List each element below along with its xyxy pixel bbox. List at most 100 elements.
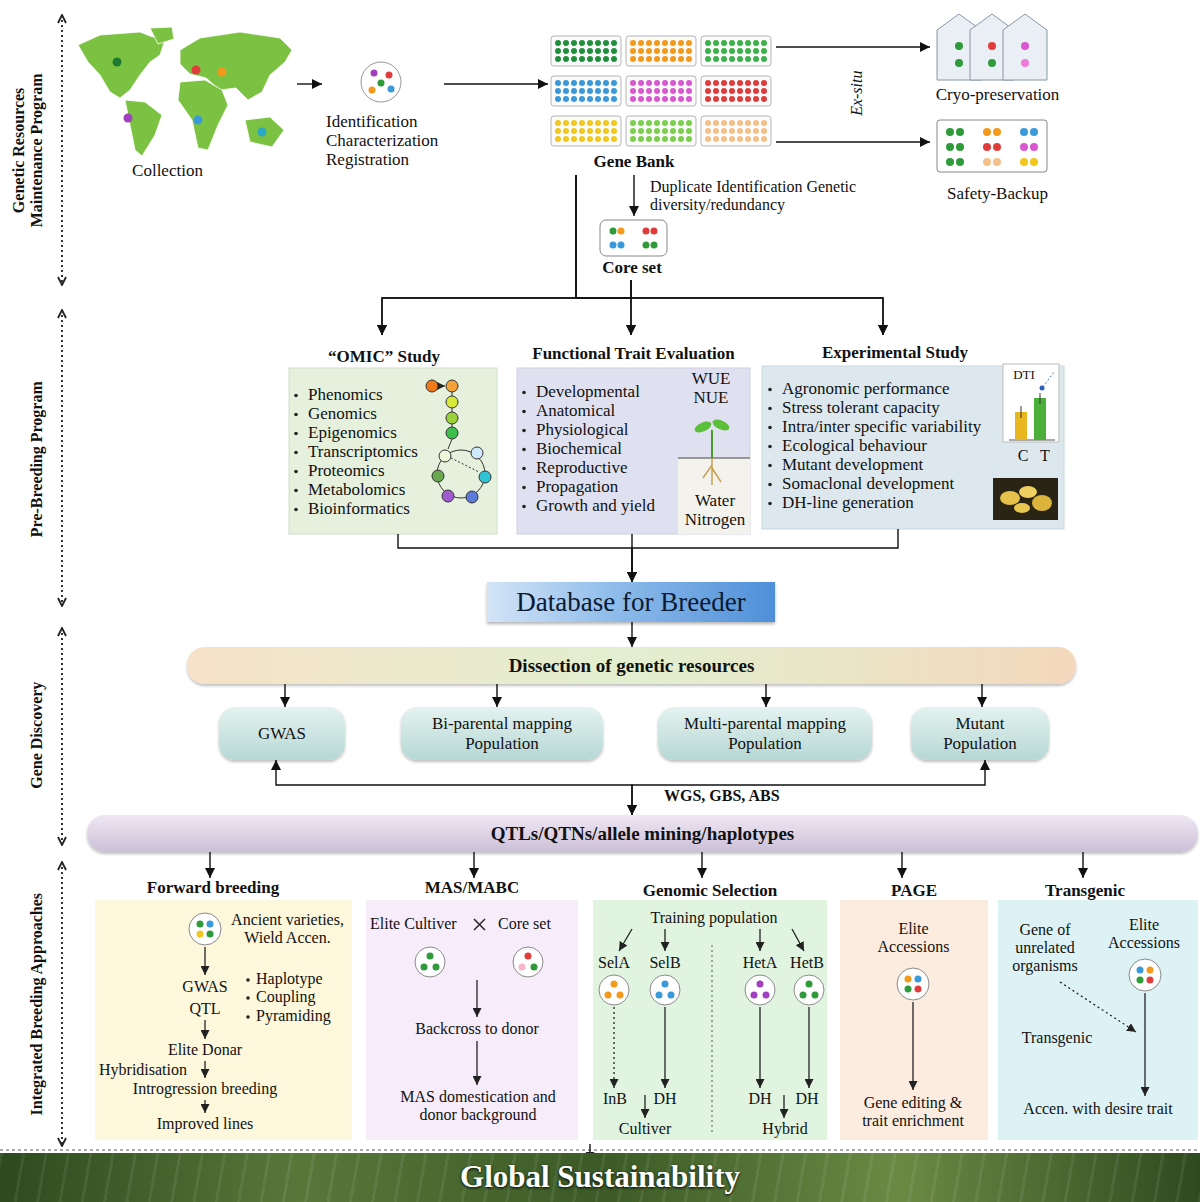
- seed-dot: [595, 56, 601, 62]
- panel-heading: PAGE: [840, 881, 988, 900]
- seed-dot: [705, 48, 711, 54]
- seed-dot: [555, 88, 561, 94]
- safety-backup: Safety-Backup: [930, 116, 1065, 206]
- seed-dot: [662, 136, 668, 142]
- seed-dot: [571, 48, 577, 54]
- seed-dot: [654, 128, 660, 134]
- seed-dot: [983, 158, 991, 166]
- seed-dot: [753, 120, 759, 126]
- panel-ground: [517, 368, 750, 534]
- seed-dot: [988, 59, 996, 67]
- seed-dot: [433, 964, 440, 971]
- seed-dot: [630, 120, 636, 126]
- seed-dot: [603, 96, 609, 102]
- node-text: Hybridisation: [99, 1061, 194, 1079]
- seed-dot: [946, 158, 954, 166]
- flow-connector: [776, 46, 930, 47]
- seed-dot: [555, 128, 561, 134]
- seed-dot: [745, 136, 751, 142]
- node-text: GWAS: [224, 724, 340, 743]
- seed-dot: [678, 136, 684, 142]
- seed-dot: [761, 128, 767, 134]
- seed-dot: [638, 120, 644, 126]
- section-arrow: [61, 628, 63, 845]
- seed-dot: [555, 96, 561, 102]
- panel-heading: “OMIC” Study: [289, 347, 479, 366]
- panel-ground: [95, 900, 352, 1140]
- seed-dot: [721, 128, 727, 134]
- cycle-link: [438, 386, 445, 387]
- seed-dot: [1147, 967, 1154, 974]
- seed-dot: [638, 80, 644, 86]
- accession-ring: [513, 947, 543, 977]
- seed-dot: [207, 931, 214, 938]
- seed-dot: [763, 992, 770, 999]
- seed-dot: [729, 80, 735, 86]
- node-text: QTL: [176, 1000, 234, 1018]
- node-text: Safety-Backup: [930, 184, 1065, 203]
- seed-dot: [603, 136, 609, 142]
- bullet: [768, 388, 772, 392]
- callus: [1000, 491, 1020, 505]
- seed-dot: [563, 80, 569, 86]
- node-text: Database for Breeder: [487, 587, 775, 617]
- node-text: Introgression breeding: [115, 1080, 295, 1098]
- seed-dot: [713, 80, 719, 86]
- seed-dot: [618, 228, 625, 235]
- accession-ring: [189, 913, 221, 945]
- seed-dot: [678, 56, 684, 62]
- seed-dot: [646, 56, 652, 62]
- node-text: Developmental: [536, 382, 676, 401]
- omics-node: [442, 490, 454, 502]
- seed-dot: [670, 88, 676, 94]
- seed-dot: [705, 88, 711, 94]
- seed-tray: [626, 76, 696, 106]
- seed-dot: [737, 48, 743, 54]
- experiment-panel: Experimental StudyAgronomic performanceS…: [762, 335, 1064, 529]
- photo-ground: [993, 478, 1058, 520]
- bullet: [294, 394, 298, 398]
- illustration-parts: [189, 36, 1161, 1118]
- bullet: [246, 996, 250, 1000]
- flow-connector: [633, 175, 634, 216]
- seed-dot: [753, 136, 759, 142]
- seed-dot: [670, 56, 676, 62]
- node-text: Hybrid: [740, 1120, 830, 1138]
- seed-dot: [595, 128, 601, 134]
- bullet: [294, 489, 298, 493]
- node-text: DH: [744, 1090, 776, 1108]
- seed-dot: [603, 40, 609, 46]
- seed-dot: [955, 42, 963, 50]
- accession-ring: [415, 947, 445, 977]
- seed-dot: [587, 80, 593, 86]
- seed-dot: [993, 143, 1001, 151]
- leaf: [693, 419, 713, 435]
- node-text: Elite Cultiver: [370, 915, 465, 933]
- site-dot: [113, 58, 122, 67]
- bullet: [768, 426, 772, 430]
- seed-dot: [654, 80, 660, 86]
- seed-dot: [571, 136, 577, 142]
- seed-dot: [595, 120, 601, 126]
- seed-dot: [579, 40, 585, 46]
- seed-dot: [525, 953, 532, 960]
- site-dot: [218, 68, 227, 77]
- seed-dot: [1021, 42, 1029, 50]
- flow-connector: [209, 852, 210, 878]
- node-text: Biochemical: [536, 439, 676, 458]
- seed-dot: [670, 80, 676, 86]
- collection-map: Collection: [75, 24, 297, 184]
- bullet: [522, 410, 526, 414]
- dissection-band: Dissection of genetic resources: [187, 647, 1076, 684]
- seed-dot: [587, 120, 593, 126]
- seed-dot: [638, 128, 644, 134]
- flow-connector: [576, 175, 631, 335]
- seed-dot: [705, 120, 711, 126]
- seed-dot: [555, 80, 561, 86]
- stem: [711, 430, 713, 458]
- section-label: Gene Discovery: [28, 655, 46, 815]
- seed-dot: [713, 48, 719, 54]
- cycle-link: [451, 458, 479, 472]
- cryo-tube: [1003, 14, 1047, 80]
- omics-node: [479, 471, 491, 483]
